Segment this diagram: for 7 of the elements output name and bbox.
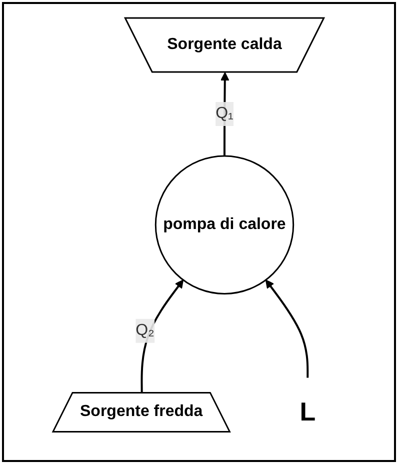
node-text: L [299,396,316,426]
arrow [140,279,184,393]
edge-label: Q₁ [215,104,234,122]
node-circle: pompa di calore [154,154,294,294]
edge-label: Q₂ [135,321,154,338]
arrow [220,72,229,156]
arrow [265,279,308,378]
